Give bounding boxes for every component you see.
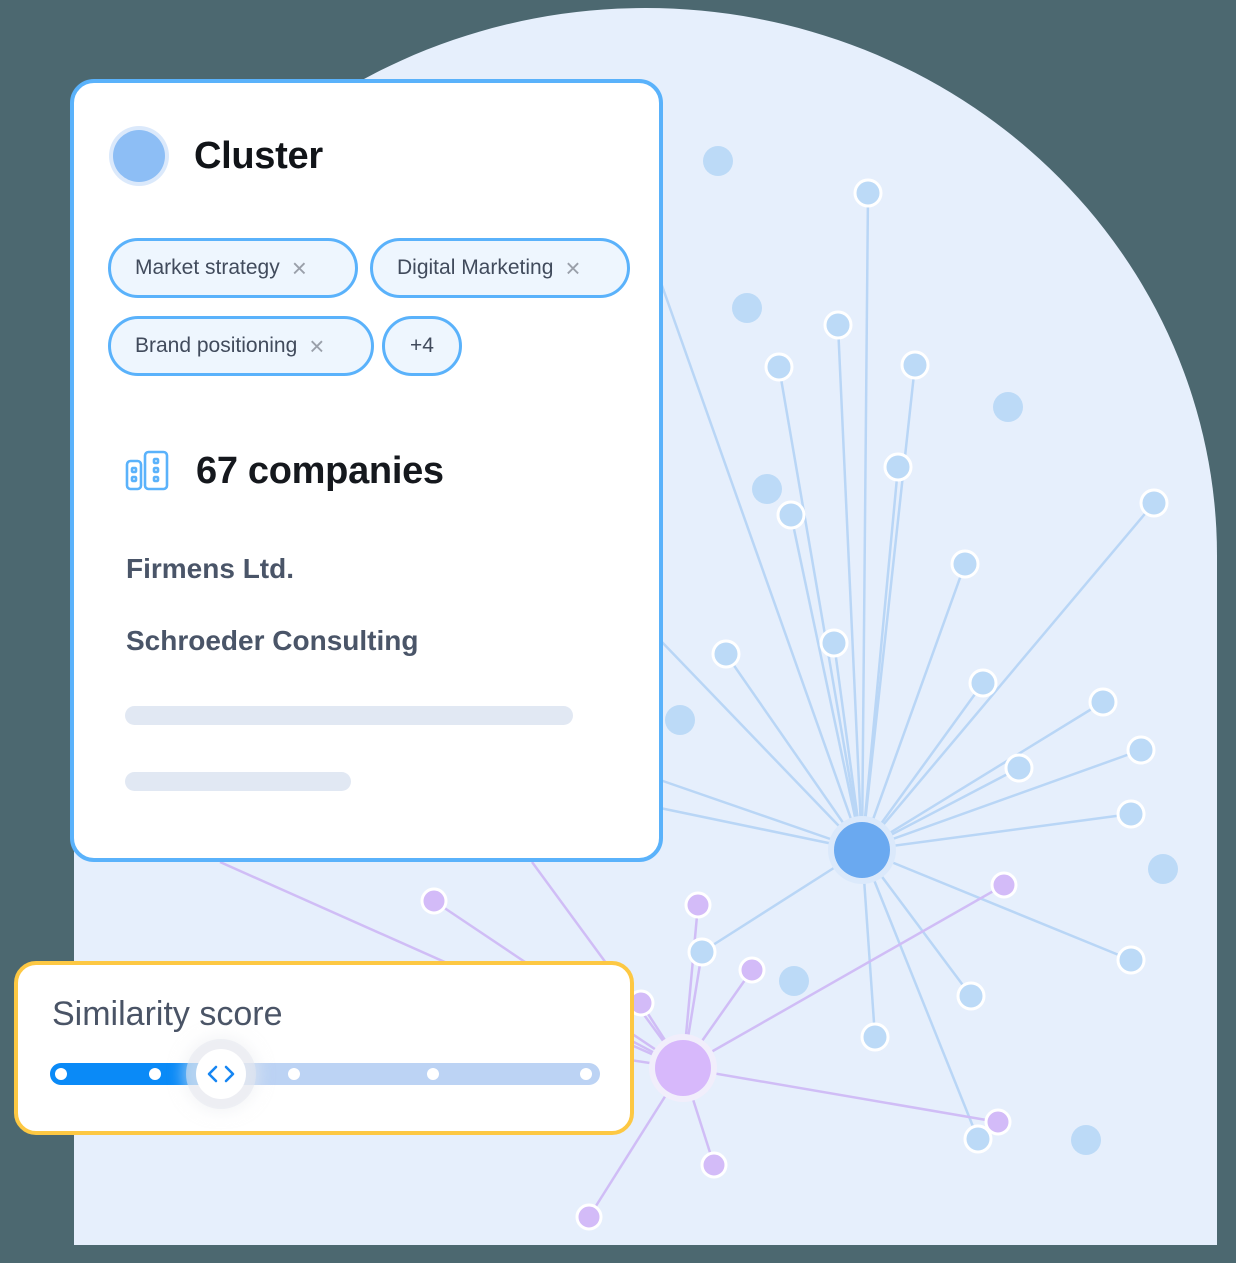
graph-edge [861,748,1142,852]
graph-edge [789,514,864,851]
graph-edge [659,806,863,852]
loading-skeleton-row [125,772,351,791]
more-tags-button[interactable]: +4 [382,316,462,376]
slider-thumb[interactable] [196,1049,246,1099]
slider-tick[interactable] [427,1068,439,1080]
slider-fill [50,1063,220,1085]
graph-node[interactable] [732,293,762,323]
companies-count: 67 companies [124,448,444,494]
loading-skeleton-row [125,706,573,725]
close-icon[interactable]: × [565,253,581,283]
cluster-dot-icon [113,130,165,182]
graph-node[interactable] [900,350,930,380]
graph-edge [860,849,980,1140]
graph-node[interactable] [1116,945,1146,975]
graph-node[interactable] [819,628,849,658]
slider-tick[interactable] [149,1068,161,1080]
tag-market-strategy[interactable]: Market strategy × [108,238,358,298]
company-item[interactable]: Schroeder Consulting [126,625,419,656]
graph-node[interactable] [420,887,448,915]
graph-node[interactable] [853,178,883,208]
graph-node[interactable] [711,639,741,669]
slider-tick[interactable] [55,1068,67,1080]
chevron-left-right-icon [207,1065,235,1083]
graph-node[interactable] [738,956,766,984]
graph-edge [682,1066,999,1124]
graph-edge [836,324,864,851]
tag-digital-marketing[interactable]: Digital Marketing × [370,238,630,298]
graph-edge [860,466,900,851]
slider-tick[interactable] [580,1068,592,1080]
graph-node[interactable] [1071,1125,1101,1155]
graph-node[interactable] [779,966,809,996]
graph-edge [777,366,864,851]
graph-node[interactable] [963,1124,993,1154]
graph-edge [860,192,870,851]
graph-node[interactable] [950,549,980,579]
companies-count-label: 67 companies [196,449,444,492]
graph-node[interactable] [776,500,806,530]
graph-node[interactable] [684,891,712,919]
graph-node[interactable] [993,392,1023,422]
cluster-title: Cluster [194,135,323,177]
graph-node[interactable] [984,1108,1012,1136]
slider-tick[interactable] [288,1068,300,1080]
graph-node[interactable] [968,668,998,698]
graph-node[interactable] [700,1151,728,1179]
graph-edge [860,563,967,851]
graph-node[interactable] [1116,799,1146,829]
graph-node[interactable] [956,981,986,1011]
graph-edge [682,883,1005,1070]
cluster-hub-node[interactable] [834,822,890,878]
similarity-score-title: Similarity score [52,995,283,1033]
graph-node[interactable] [665,705,695,735]
tag-label: Market strategy [135,256,280,279]
graph-edge [861,502,1155,851]
company-item[interactable]: Firmens Ltd. [126,553,295,584]
graph-node[interactable] [764,352,794,382]
tag-brand-positioning[interactable]: Brand positioning × [108,316,374,376]
graph-node[interactable] [1088,687,1118,717]
graph-node[interactable] [860,1022,890,1052]
buildings-icon [125,450,169,491]
graph-node[interactable] [1004,753,1034,783]
similarity-score-card: Similarity score [14,961,634,1135]
graph-node[interactable] [752,474,782,504]
graph-node[interactable] [883,452,913,482]
graph-edge [832,642,864,851]
graph-node[interactable] [703,146,733,176]
cluster-card: Cluster Market strategy × Digital Market… [70,79,663,862]
graph-edge [861,700,1104,852]
tag-label: Digital Marketing [397,256,554,279]
graph-node[interactable] [990,871,1018,899]
graph-edge [860,682,985,851]
graph-node[interactable] [1148,854,1178,884]
graph-edge [658,279,864,851]
tag-label: Brand positioning [135,334,298,357]
graph-edge [861,812,1132,852]
close-icon[interactable]: × [291,253,307,283]
close-icon[interactable]: × [309,331,325,361]
graph-edge [724,653,864,851]
graph-edge [659,778,863,852]
graph-edge [861,848,1132,962]
graph-node[interactable] [687,937,717,967]
graph-node[interactable] [823,310,853,340]
similarity-slider[interactable] [50,1049,600,1099]
graph-node[interactable] [575,1203,603,1231]
graph-edge [659,639,863,851]
cluster-hub-node[interactable] [655,1040,711,1096]
graph-node[interactable] [1126,735,1156,765]
graph-node[interactable] [1139,488,1169,518]
